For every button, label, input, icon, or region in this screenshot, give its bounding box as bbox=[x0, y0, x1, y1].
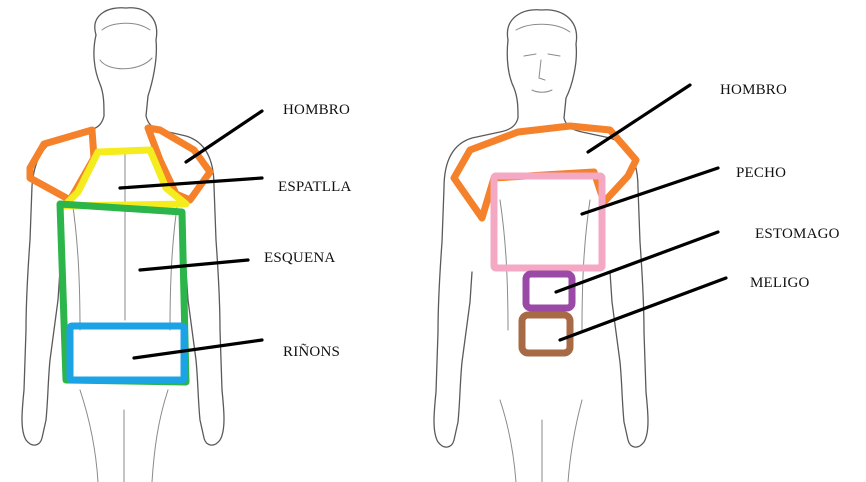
front-chest-label: PECHO bbox=[736, 165, 786, 181]
back-pointer bbox=[140, 260, 248, 270]
front-stomach-region bbox=[526, 274, 572, 308]
back-view-figure bbox=[22, 8, 224, 482]
front-chest-region bbox=[494, 176, 602, 268]
front-navel-region bbox=[522, 315, 570, 353]
front-stomach-label: ESTOMAGO bbox=[755, 226, 840, 242]
back-shoulder-label: HOMBRO bbox=[283, 102, 350, 118]
back-shoulder-pointer bbox=[186, 111, 262, 162]
front-navel-label: MELIGO bbox=[750, 275, 810, 291]
front-shoulder-label: HOMBRO bbox=[720, 82, 787, 98]
back-kidneys-label: RIÑONS bbox=[283, 344, 340, 360]
back-region bbox=[60, 204, 186, 382]
front-stomach-pointer bbox=[556, 232, 718, 292]
front-view-figure bbox=[434, 10, 648, 482]
back-shoulder-blade-pointer bbox=[120, 178, 262, 188]
back-shoulder-blade-label: ESPATLLA bbox=[278, 179, 352, 195]
back-region-label: ESQUENA bbox=[264, 250, 335, 266]
back-kidneys-pointer bbox=[134, 340, 262, 358]
front-shoulder-pointer bbox=[588, 85, 690, 152]
